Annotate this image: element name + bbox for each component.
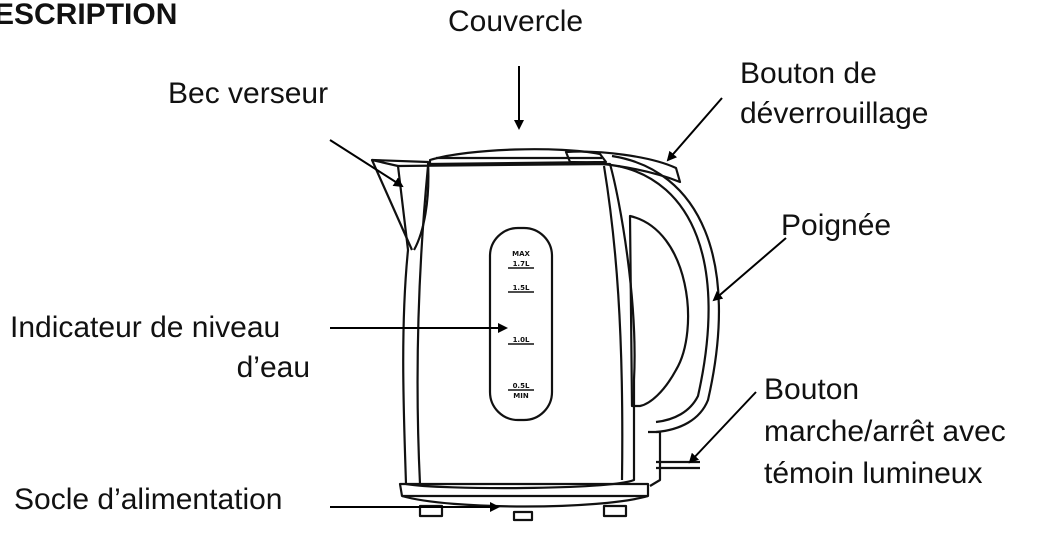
- label-socle: Socle d’alimentation: [14, 483, 283, 516]
- switch-shape: [648, 430, 662, 487]
- label-niveau-line1: Indicateur de niveau: [10, 311, 281, 344]
- label-bouton-line2: marche/arrêt avec: [764, 415, 1006, 448]
- water-scale: MAX 1.7L 1.5L 1.0L 0.5L MIN: [512, 250, 530, 400]
- arrow-poignee: [712, 237, 787, 302]
- arrow-bec-verseur: [329, 139, 404, 188]
- handle-mid: [617, 164, 710, 424]
- arrow-deverrouillage: [666, 97, 723, 162]
- handle-outer: [611, 154, 720, 434]
- label-bouton-line3: témoin lumineux: [764, 457, 983, 490]
- label-bouton-line1: Bouton: [764, 373, 860, 406]
- scale-max-label: MAX: [512, 250, 530, 258]
- page-title: ESCRIPTION: [0, 0, 178, 31]
- label-couvercle: Couvercle: [448, 5, 584, 38]
- base-shape: [398, 482, 650, 508]
- scale-max-volume: 1.7L: [513, 260, 530, 268]
- scale-1-5: 1.5L: [513, 284, 530, 292]
- label-bec-verseur: Bec verseur: [168, 77, 329, 110]
- scale-1-0: 1.0L: [513, 336, 530, 344]
- kettle-body: [396, 162, 636, 490]
- arrow-bouton: [688, 391, 757, 464]
- label-deverrouillage-line1: Bouton de: [740, 57, 877, 90]
- unlock-button-shape: [564, 150, 682, 184]
- handle-inner: [628, 214, 690, 408]
- scale-min-volume: 0.5L: [513, 382, 530, 390]
- label-deverrouillage-line2: déverrouillage: [740, 97, 929, 130]
- lid-shape: [428, 148, 608, 166]
- label-poignee: Poignée: [781, 209, 892, 242]
- scale-min-label: MIN: [513, 392, 529, 400]
- spout-shape: [370, 158, 414, 251]
- water-level-window: [488, 226, 554, 422]
- label-niveau-line2: d’eau: [236, 351, 310, 384]
